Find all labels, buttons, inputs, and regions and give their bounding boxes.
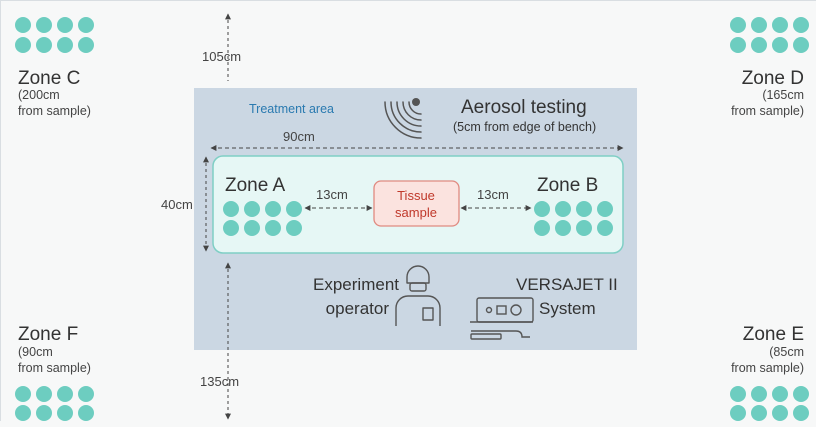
- zone-d-distance: (165cm: [762, 88, 804, 102]
- zone-e-title: Zone E: [743, 324, 804, 345]
- zone-b-title: Zone B: [537, 175, 598, 196]
- zone-f-distance: (90cm: [18, 345, 53, 359]
- bench-width-label: 90cm: [283, 129, 315, 144]
- zone-c-dots: [15, 17, 94, 53]
- zone-d-title: Zone D: [742, 68, 804, 89]
- sample-to-b-label: 13cm: [477, 187, 509, 202]
- zone-a-title: Zone A: [225, 175, 286, 196]
- system-label-line1: VERSAJET II: [516, 275, 618, 294]
- zone-e-distance: (85cm: [769, 345, 804, 359]
- zone-e-dots: [730, 386, 809, 421]
- bench-depth-label: 40cm: [161, 197, 193, 212]
- aerosol-waves-icon: [384, 98, 422, 139]
- operator-label-line2: operator: [326, 299, 390, 318]
- zone-c-from: from sample): [18, 104, 91, 118]
- zone-d-dots: [730, 17, 809, 53]
- bottom-gap-label: 135cm: [200, 374, 239, 389]
- treatment-area-label: Treatment area: [249, 102, 334, 116]
- tissue-sample-box: [373, 180, 460, 227]
- zone-e-from: from sample): [731, 361, 804, 375]
- a-to-sample-label: 13cm: [316, 187, 348, 202]
- zone-f-title: Zone F: [18, 324, 78, 345]
- versajet-device-icon: [470, 297, 534, 340]
- zone-d-from: from sample): [731, 104, 804, 118]
- zone-b-dots: [534, 201, 613, 236]
- aerosol-title: Aerosol testing: [461, 97, 587, 118]
- aerosol-note: (5cm from edge of bench): [453, 120, 596, 134]
- tissue-sample-line1: Tissue: [397, 188, 435, 203]
- top-gap-label: 105cm: [202, 49, 241, 64]
- zone-f-from: from sample): [18, 361, 91, 375]
- zone-a-dots: [223, 201, 302, 236]
- zone-c-distance: (200cm: [18, 88, 60, 102]
- system-label-line2: System: [539, 299, 596, 318]
- zone-f-dots: [15, 386, 94, 421]
- tissue-sample-line2: sample: [395, 205, 437, 220]
- zone-c-title: Zone C: [18, 68, 80, 89]
- operator-icon: [395, 265, 441, 326]
- operator-label-line1: Experiment: [313, 275, 399, 294]
